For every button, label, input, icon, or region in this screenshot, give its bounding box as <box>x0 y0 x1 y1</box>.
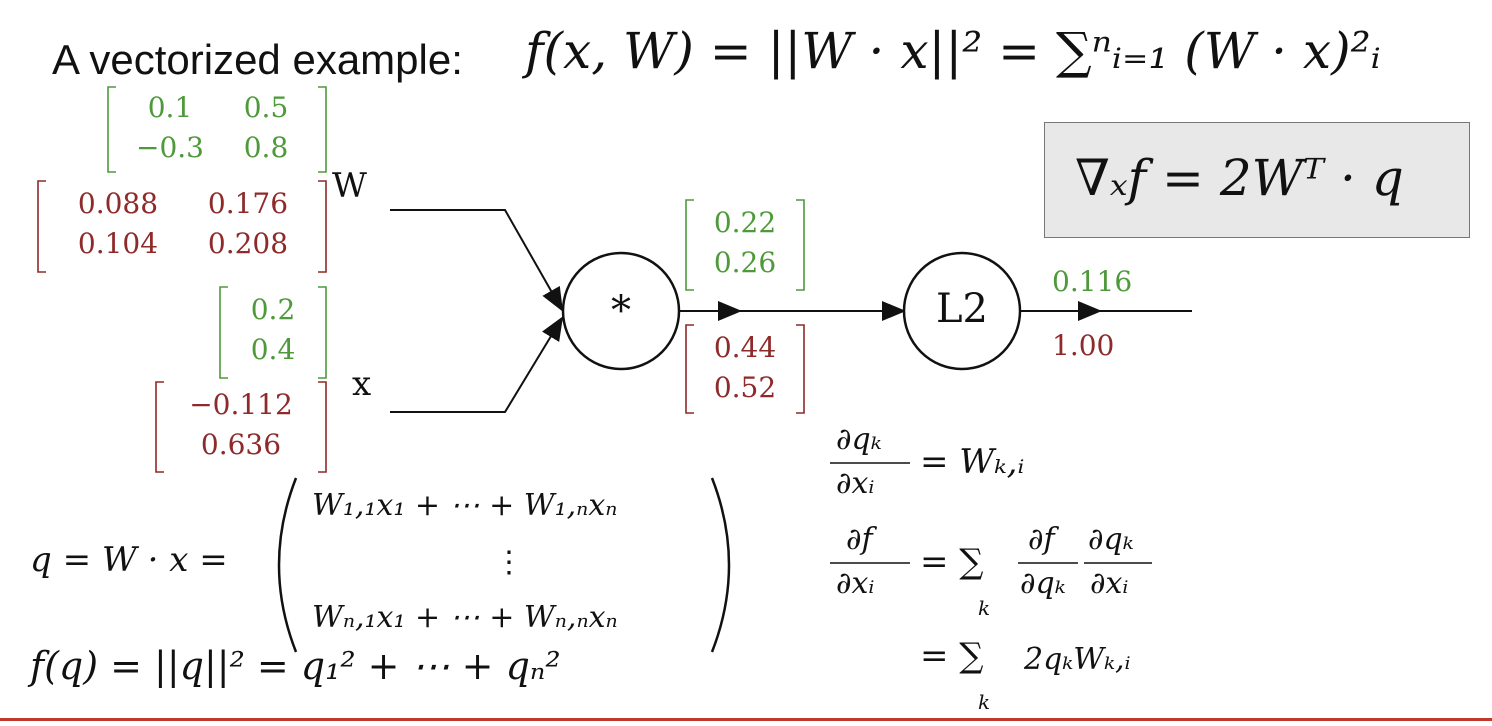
x-value-vector: 0.2 0.4 <box>228 290 318 370</box>
q-value-1: 0.26 <box>713 246 777 279</box>
title-equation: f(x, W) = ||W · x||² = ∑ⁿᵢ₌₁ (W · x)²ᵢ <box>525 22 1381 80</box>
W-value-matrix: 0.1 0.5 −0.3 0.8 <box>118 88 318 168</box>
q-value-0: 0.22 <box>713 206 777 239</box>
q-vector-right-paren <box>710 477 731 653</box>
q-grad-brackets <box>685 324 805 414</box>
q-grad-vector: 0.44 0.52 <box>694 328 796 408</box>
slide-title: A vectorized example: <box>52 36 463 83</box>
x-grad-vector: −0.112 0.636 <box>166 385 316 465</box>
final-term: 2qₖWₖ,ᵢ <box>1024 642 1131 677</box>
q-vector-dots: ⋮ <box>494 545 524 580</box>
W-grad-11: 0.208 <box>207 227 289 260</box>
q-definition-lhs: q = W · x = <box>30 540 228 580</box>
W-value-00: 0.1 <box>147 91 193 124</box>
mult-node-label: * <box>611 288 631 334</box>
chain-sum: = ∑ <box>920 542 984 582</box>
x-value-1: 0.4 <box>250 333 296 366</box>
x-value-0: 0.2 <box>250 293 296 326</box>
dq-dx-numerator-2: ∂qₖ <box>1088 522 1134 557</box>
final-sum-index: k <box>978 690 991 714</box>
output-value: 0.116 <box>1052 265 1133 298</box>
dq-dx-denominator: ∂xᵢ <box>836 466 875 501</box>
edge-x-to-mult <box>390 316 564 413</box>
q-value-brackets <box>685 199 805 291</box>
q-vector-row-n: Wₙ,₁x₁ + ⋯ + Wₙ,ₙxₙ <box>312 600 618 635</box>
dq-dx-rhs: = Wₖ,ᵢ <box>920 442 1025 482</box>
W-grad-matrix: 0.088 0.176 0.104 0.208 <box>48 184 318 264</box>
W-grad-01: 0.176 <box>207 187 289 220</box>
x-input-label: x <box>352 364 372 404</box>
W-value-brackets <box>107 86 327 173</box>
W-input-label: W <box>332 166 367 206</box>
W-grad-brackets <box>37 180 327 273</box>
x-grad-0: −0.112 <box>189 388 293 421</box>
x-grad-1: 0.636 <box>200 428 282 461</box>
q-grad-1: 0.52 <box>713 371 777 404</box>
q-value-vector: 0.22 0.26 <box>694 203 796 283</box>
df-dq-denominator: ∂qₖ <box>1020 566 1066 601</box>
f-definition: f(q) = ||q||² = q₁² + ⋯ + qₙ² <box>30 644 561 688</box>
x-value-brackets <box>219 286 327 379</box>
W-value-11: 0.8 <box>243 131 289 164</box>
dq-dx-numerator: ∂qₖ <box>836 422 882 457</box>
W-value-01: 0.5 <box>243 91 289 124</box>
chain-sum-index: k <box>978 596 991 620</box>
final-sum: = ∑ <box>920 636 984 676</box>
gradient-result-box: ∇ₓf = 2Wᵀ · q <box>1044 122 1470 238</box>
output-grad: 1.00 <box>1052 329 1115 362</box>
q-grad-0: 0.44 <box>713 331 777 364</box>
q-vector-left-paren <box>277 477 298 653</box>
l2-node-label: L2 <box>935 286 988 332</box>
df-dx-numerator: ∂f <box>846 522 873 557</box>
x-grad-brackets <box>155 381 327 473</box>
df-dq-numerator: ∂f <box>1028 522 1055 557</box>
bottom-rule <box>0 718 1492 721</box>
dq-dx-denominator-2: ∂xᵢ <box>1090 566 1129 601</box>
l2-node <box>902 251 1022 371</box>
W-value-10: −0.3 <box>136 131 204 164</box>
edge-W-to-mult <box>390 209 563 312</box>
mult-node <box>561 251 681 371</box>
gradient-result-formula: ∇ₓf = 2Wᵀ · q <box>1075 149 1404 207</box>
df-dx-denominator: ∂xᵢ <box>836 566 875 601</box>
W-grad-00: 0.088 <box>77 187 159 220</box>
W-grad-10: 0.104 <box>77 227 159 260</box>
q-vector-row-1: W₁,₁x₁ + ⋯ + W₁,ₙxₙ <box>312 488 618 523</box>
